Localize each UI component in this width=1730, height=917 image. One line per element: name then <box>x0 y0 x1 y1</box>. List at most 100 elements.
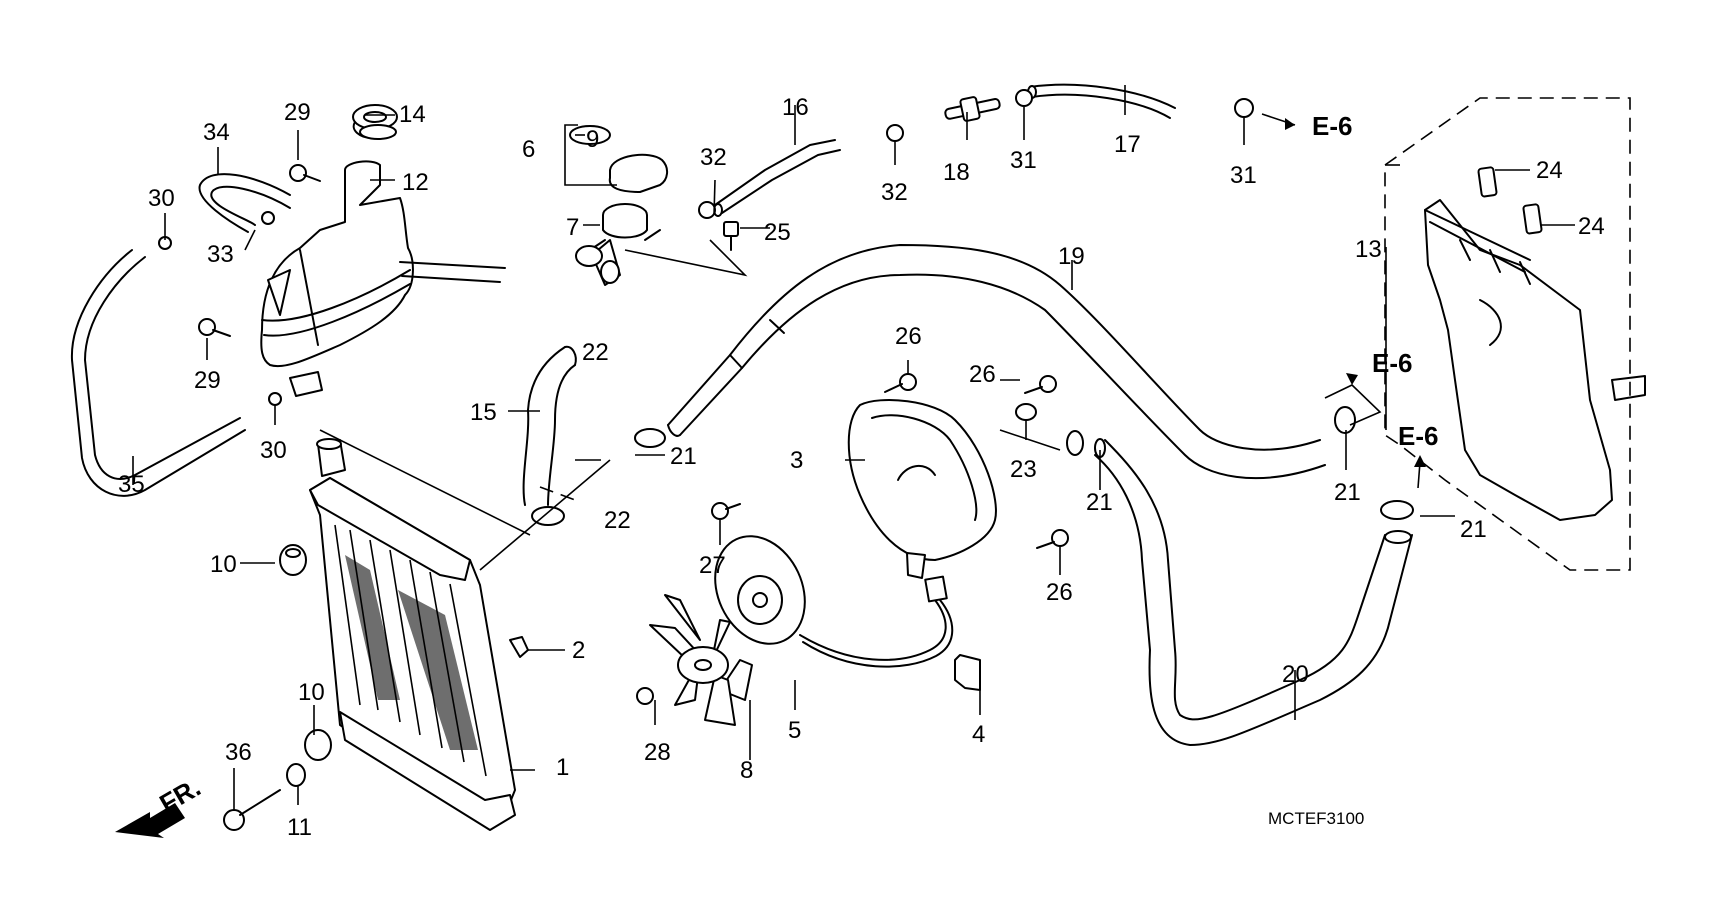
bolt-29-upper[interactable] <box>289 164 321 182</box>
bolt-27[interactable] <box>711 502 741 520</box>
grommet-10-upper[interactable] <box>279 544 307 576</box>
hose-band-22a[interactable] <box>575 245 603 267</box>
callout-5[interactable]: 5 <box>788 717 801 744</box>
callout-12[interactable]: 12 <box>402 169 429 196</box>
e6-arrow-top <box>1261 113 1296 130</box>
water-hose[interactable] <box>667 244 1326 480</box>
callout-32b[interactable]: 32 <box>881 179 908 206</box>
lower-hose[interactable] <box>1094 438 1413 746</box>
callout-4[interactable]: 4 <box>972 721 985 748</box>
callout-21c[interactable]: 21 <box>1334 479 1361 506</box>
callout-8[interactable]: 8 <box>740 757 753 784</box>
clip-30b[interactable] <box>268 392 282 406</box>
collar-11[interactable] <box>286 763 306 787</box>
callout-21b[interactable]: 21 <box>1086 489 1113 516</box>
callout-10-lower[interactable]: 10 <box>298 679 325 706</box>
reserve-tank-cap[interactable] <box>352 104 398 140</box>
callout-30b[interactable]: 30 <box>260 437 287 464</box>
clip-32b[interactable] <box>886 124 904 142</box>
callout-34[interactable]: 34 <box>203 119 230 146</box>
clip-31a[interactable] <box>1015 89 1033 107</box>
clip-32a[interactable] <box>698 201 716 219</box>
callout-30a[interactable]: 30 <box>148 185 175 212</box>
bolt-36[interactable] <box>223 789 281 831</box>
reserve-tank[interactable] <box>260 160 506 397</box>
callout-11[interactable]: 11 <box>287 814 312 841</box>
radiator-cover[interactable] <box>1424 166 1646 521</box>
bolt-29-lower[interactable] <box>198 318 231 337</box>
callout-24a[interactable]: 24 <box>1536 157 1563 184</box>
connector-holder[interactable] <box>954 654 981 691</box>
grommet-10-lower[interactable] <box>304 729 332 761</box>
bolt-26b[interactable] <box>1024 375 1057 394</box>
radiator[interactable] <box>309 438 516 831</box>
callout-19[interactable]: 19 <box>1058 243 1085 270</box>
clip-33[interactable] <box>261 211 275 225</box>
hose-band-21c[interactable] <box>1334 406 1356 434</box>
callout-33[interactable]: 33 <box>207 241 234 268</box>
callout-29b[interactable]: 29 <box>194 367 221 394</box>
upper-hose[interactable] <box>522 345 577 506</box>
callout-22a[interactable]: 22 <box>582 339 609 366</box>
ref-e6-mid[interactable]: E-6 <box>1372 348 1412 378</box>
callout-3[interactable]: 3 <box>790 447 803 474</box>
clip-2[interactable] <box>509 636 529 658</box>
callout-28[interactable]: 28 <box>644 739 671 766</box>
callout-26b[interactable]: 26 <box>969 361 996 388</box>
callout-31a[interactable]: 31 <box>1010 147 1037 174</box>
callout-20[interactable]: 20 <box>1282 661 1309 688</box>
fan-shroud[interactable] <box>847 399 997 579</box>
callout-9[interactable]: 9 <box>586 126 599 153</box>
callout-10-upper[interactable]: 10 <box>210 551 237 578</box>
clip-31b[interactable] <box>1234 98 1254 118</box>
hose-band-22b[interactable] <box>531 506 565 526</box>
callout-17[interactable]: 17 <box>1114 131 1141 158</box>
callout-35[interactable]: 35 <box>118 471 145 498</box>
bolt-26a[interactable] <box>884 373 917 393</box>
callout-27[interactable]: 27 <box>699 552 726 579</box>
callout-21d[interactable]: 21 <box>1460 516 1487 543</box>
fan-motor[interactable] <box>698 521 954 668</box>
callout-22b[interactable]: 22 <box>604 507 631 534</box>
e6-arrow-low <box>1414 455 1426 489</box>
ref-e6-low[interactable]: E-6 <box>1398 421 1438 451</box>
filler-neck[interactable] <box>589 203 661 286</box>
hose-band-21d[interactable] <box>1380 500 1414 520</box>
joint[interactable] <box>944 96 1001 122</box>
callout-25[interactable]: 25 <box>764 219 791 246</box>
callout-13[interactable]: 13 <box>1355 236 1382 263</box>
callout-16[interactable]: 16 <box>782 94 809 121</box>
reserve-tank-hose[interactable] <box>70 249 246 497</box>
callout-32a[interactable]: 32 <box>700 144 727 171</box>
bypass-hose[interactable] <box>1027 83 1176 119</box>
e6-arrow-mid <box>1324 373 1382 426</box>
hose-band-21a[interactable] <box>634 428 666 448</box>
callout-26c[interactable]: 26 <box>1046 579 1073 606</box>
callout-7[interactable]: 7 <box>566 214 579 241</box>
nut-28[interactable] <box>636 687 654 705</box>
callout-23[interactable]: 23 <box>1010 456 1037 483</box>
callout-29a[interactable]: 29 <box>284 99 311 126</box>
callout-1[interactable]: 1 <box>556 754 569 781</box>
callout-14[interactable]: 14 <box>399 101 426 128</box>
callout-26a[interactable]: 26 <box>895 323 922 350</box>
radiator-cap[interactable] <box>569 125 668 193</box>
callout-6[interactable]: 6 <box>522 136 535 163</box>
callout-15[interactable]: 15 <box>470 399 497 426</box>
callout-31b[interactable]: 31 <box>1230 162 1257 189</box>
ref-e6-top[interactable]: E-6 <box>1312 111 1352 141</box>
callout-24b[interactable]: 24 <box>1578 213 1605 240</box>
bolt-26c[interactable] <box>1036 529 1069 549</box>
cooling-fan[interactable] <box>649 594 753 726</box>
thermo-switch-25[interactable] <box>723 221 739 251</box>
callout-21a[interactable]: 21 <box>670 443 697 470</box>
callout-36[interactable]: 36 <box>225 739 252 766</box>
callout-2[interactable]: 2 <box>572 637 585 664</box>
front-arrow[interactable] <box>115 803 185 838</box>
overflow-tube[interactable] <box>198 173 291 233</box>
siphon-hose[interactable] <box>713 139 841 217</box>
callout-18[interactable]: 18 <box>943 159 970 186</box>
clamper-23[interactable] <box>1015 403 1037 421</box>
hose-band-21b[interactable] <box>1066 430 1084 456</box>
cover-outline <box>1384 97 1631 571</box>
